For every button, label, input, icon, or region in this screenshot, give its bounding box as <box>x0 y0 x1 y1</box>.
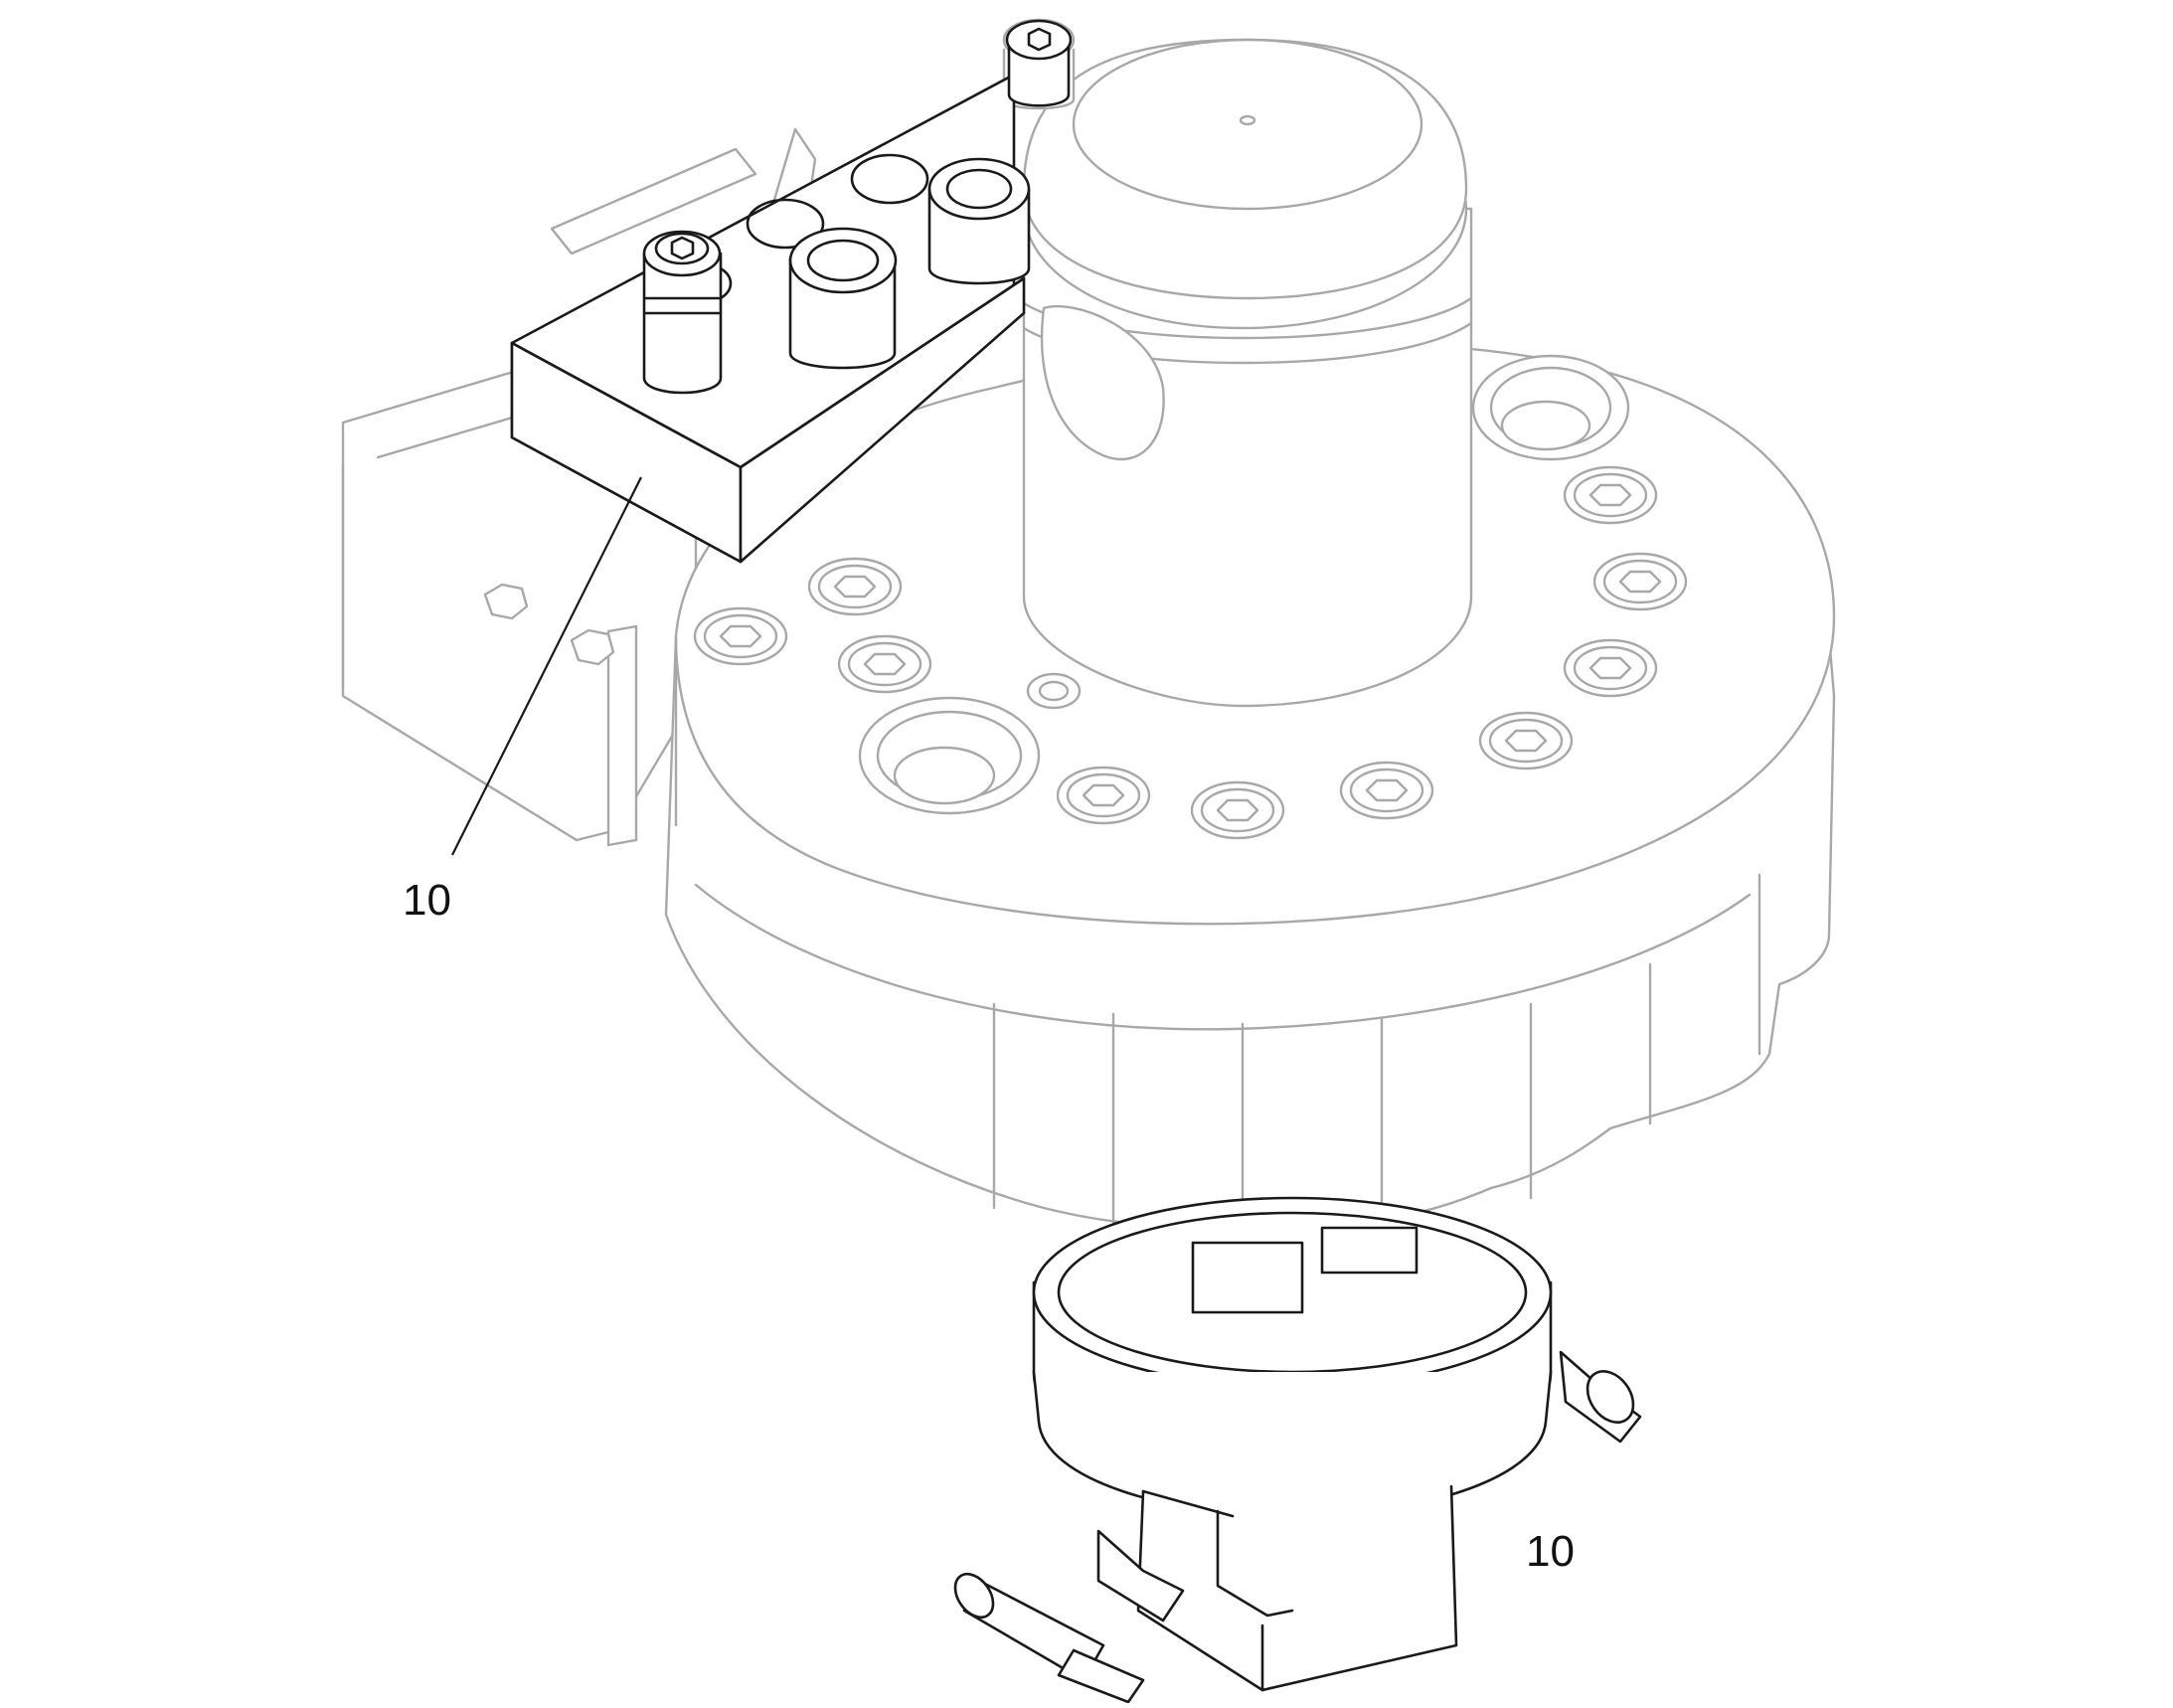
socket-head-screw <box>1563 638 1658 698</box>
port-sleeve <box>788 157 1031 370</box>
socket-head-screw <box>1478 711 1574 770</box>
cap-screw <box>642 19 1073 395</box>
socket-head-screw <box>807 557 903 616</box>
socket-head-screw <box>1339 761 1434 820</box>
leader-line <box>451 476 642 856</box>
callout-label: 10 <box>403 876 451 925</box>
callout-upper: 10 <box>403 476 642 925</box>
central-cylinder <box>1022 38 1473 708</box>
hex-nut <box>1191 1226 1419 1314</box>
callout-label: 10 <box>1526 1527 1575 1576</box>
valve-block <box>510 73 1026 564</box>
socket-head-screw <box>1190 780 1285 840</box>
socket-head-screw <box>837 634 932 694</box>
bracket-bolt <box>483 583 615 666</box>
pipe-fitting <box>953 1350 1642 1704</box>
socket-head-screw <box>1592 552 1688 611</box>
callout-lower: 10 <box>1526 1527 1575 1576</box>
flange-screw-ring <box>693 465 1688 840</box>
socket-head-screw <box>1056 766 1151 825</box>
socket-head-screw <box>693 606 788 666</box>
flange-port <box>858 354 1630 815</box>
socket-head-screw <box>1563 465 1658 525</box>
